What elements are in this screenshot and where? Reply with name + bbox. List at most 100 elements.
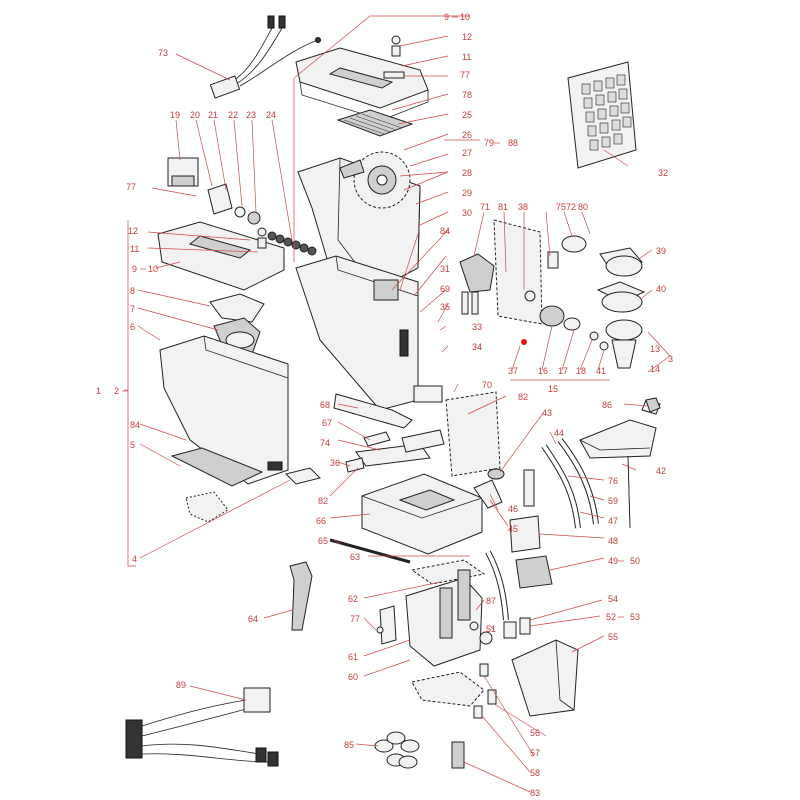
tubes xyxy=(485,438,599,621)
callout-88: 88 xyxy=(508,138,518,148)
callout-89: 89 xyxy=(176,680,186,690)
callout-61: 61 xyxy=(348,652,358,662)
left-hopper-lid xyxy=(157,221,285,291)
callout-19: 19 xyxy=(170,110,180,120)
callout-42: 42 xyxy=(656,466,666,476)
callout-80: 80 xyxy=(578,202,588,212)
callout-69: 69 xyxy=(440,284,450,294)
callout-17: 17 xyxy=(558,366,568,376)
callout-62: 62 xyxy=(348,594,358,604)
fittings xyxy=(451,617,531,769)
callout-60: 60 xyxy=(348,672,358,682)
callout-87: 87 xyxy=(486,596,496,606)
callout-41: 41 xyxy=(596,366,606,376)
callout-68: 68 xyxy=(320,400,330,410)
callout-51: 51 xyxy=(486,624,496,634)
callout-52: 52 xyxy=(606,612,616,622)
callout-39: 39 xyxy=(656,246,666,256)
callout-5: 5 xyxy=(130,440,135,450)
callout-43: 43 xyxy=(542,408,552,418)
callout-10: 10 xyxy=(460,12,470,22)
callout-85: 85 xyxy=(344,740,354,750)
callout-3: 3 xyxy=(668,354,673,364)
callout-27: 27 xyxy=(462,148,472,158)
callout-6: 6 xyxy=(130,322,135,332)
callout-77: 77 xyxy=(350,614,360,624)
callout-16: 16 xyxy=(538,366,548,376)
callout-24: 24 xyxy=(266,110,276,120)
cup-set xyxy=(374,731,420,769)
callout-73: 73 xyxy=(158,48,168,58)
callout-53: 53 xyxy=(630,612,640,622)
callout-84: 84 xyxy=(440,226,450,236)
callout-76: 76 xyxy=(608,476,618,486)
callout-82: 82 xyxy=(518,392,528,402)
callout-72: 72 xyxy=(566,202,576,212)
motor-assembly-small-parts xyxy=(167,157,317,256)
callout-46: 46 xyxy=(508,504,518,514)
callout-64: 64 xyxy=(248,614,258,624)
callout-55: 55 xyxy=(608,632,618,642)
callout-35: 35 xyxy=(440,302,450,312)
callout-75: 75 xyxy=(556,202,566,212)
parts-drawing xyxy=(125,15,661,769)
callout-36: 36 xyxy=(330,458,340,468)
callout-29: 29 xyxy=(462,188,472,198)
callout-30: 30 xyxy=(462,208,472,218)
callout-37: 37 xyxy=(508,366,518,376)
callout-57: 57 xyxy=(530,748,540,758)
mixer-motor-assembly xyxy=(459,219,599,345)
callout-4: 4 xyxy=(132,554,137,564)
callout-65: 65 xyxy=(318,536,328,546)
callout-84: 84 xyxy=(130,420,140,430)
callout-59: 59 xyxy=(608,496,618,506)
callout-12: 12 xyxy=(128,226,138,236)
callout-58: 58 xyxy=(530,768,540,778)
base-frame xyxy=(361,391,505,555)
lower-frame xyxy=(376,559,486,707)
rod-and-handle xyxy=(289,538,411,631)
callout-10: 10 xyxy=(148,264,158,274)
left-hopper-assembly xyxy=(159,293,321,523)
callout-9: 9 xyxy=(132,264,137,274)
callout-12: 12 xyxy=(462,32,472,42)
callout-77: 77 xyxy=(460,70,470,80)
callout-18: 18 xyxy=(576,366,586,376)
callout-11: 11 xyxy=(462,52,471,62)
callout-11: 11 xyxy=(130,244,139,254)
callout-28: 28 xyxy=(462,168,472,178)
callout-20: 20 xyxy=(190,110,200,120)
callout-33: 33 xyxy=(472,322,482,332)
callout-47: 47 xyxy=(608,516,618,526)
callout-54: 54 xyxy=(608,594,618,604)
callout-48: 48 xyxy=(608,536,618,546)
callout-26: 26 xyxy=(462,130,472,140)
callout-31: 31 xyxy=(440,264,450,274)
callout-49: 49 xyxy=(608,556,618,566)
callout-21: 21 xyxy=(208,110,218,120)
callout-34: 34 xyxy=(472,342,482,352)
callout-22: 22 xyxy=(228,110,238,120)
callout-32: 32 xyxy=(658,168,668,178)
callout-50: 50 xyxy=(630,556,640,566)
callout-78: 78 xyxy=(462,90,472,100)
small-knob xyxy=(645,397,661,413)
callout-8: 8 xyxy=(130,286,135,296)
callout-23: 23 xyxy=(246,110,256,120)
callout-63: 63 xyxy=(350,552,360,562)
cover-panel xyxy=(511,639,579,717)
callout-74: 74 xyxy=(320,438,330,448)
callout-45: 45 xyxy=(508,524,518,534)
callout-40: 40 xyxy=(656,284,666,294)
callout-83: 83 xyxy=(530,788,540,798)
callout-86: 86 xyxy=(602,400,612,410)
callout-70: 70 xyxy=(482,380,492,390)
callout-71: 71 xyxy=(480,202,490,212)
callout-77: 77 xyxy=(126,182,136,192)
callout-25: 25 xyxy=(462,110,472,120)
callout-38: 38 xyxy=(518,202,528,212)
mixing-bowl-assembly xyxy=(547,235,646,369)
pump-assembly xyxy=(509,469,553,589)
wiring-harness-top xyxy=(209,15,321,99)
